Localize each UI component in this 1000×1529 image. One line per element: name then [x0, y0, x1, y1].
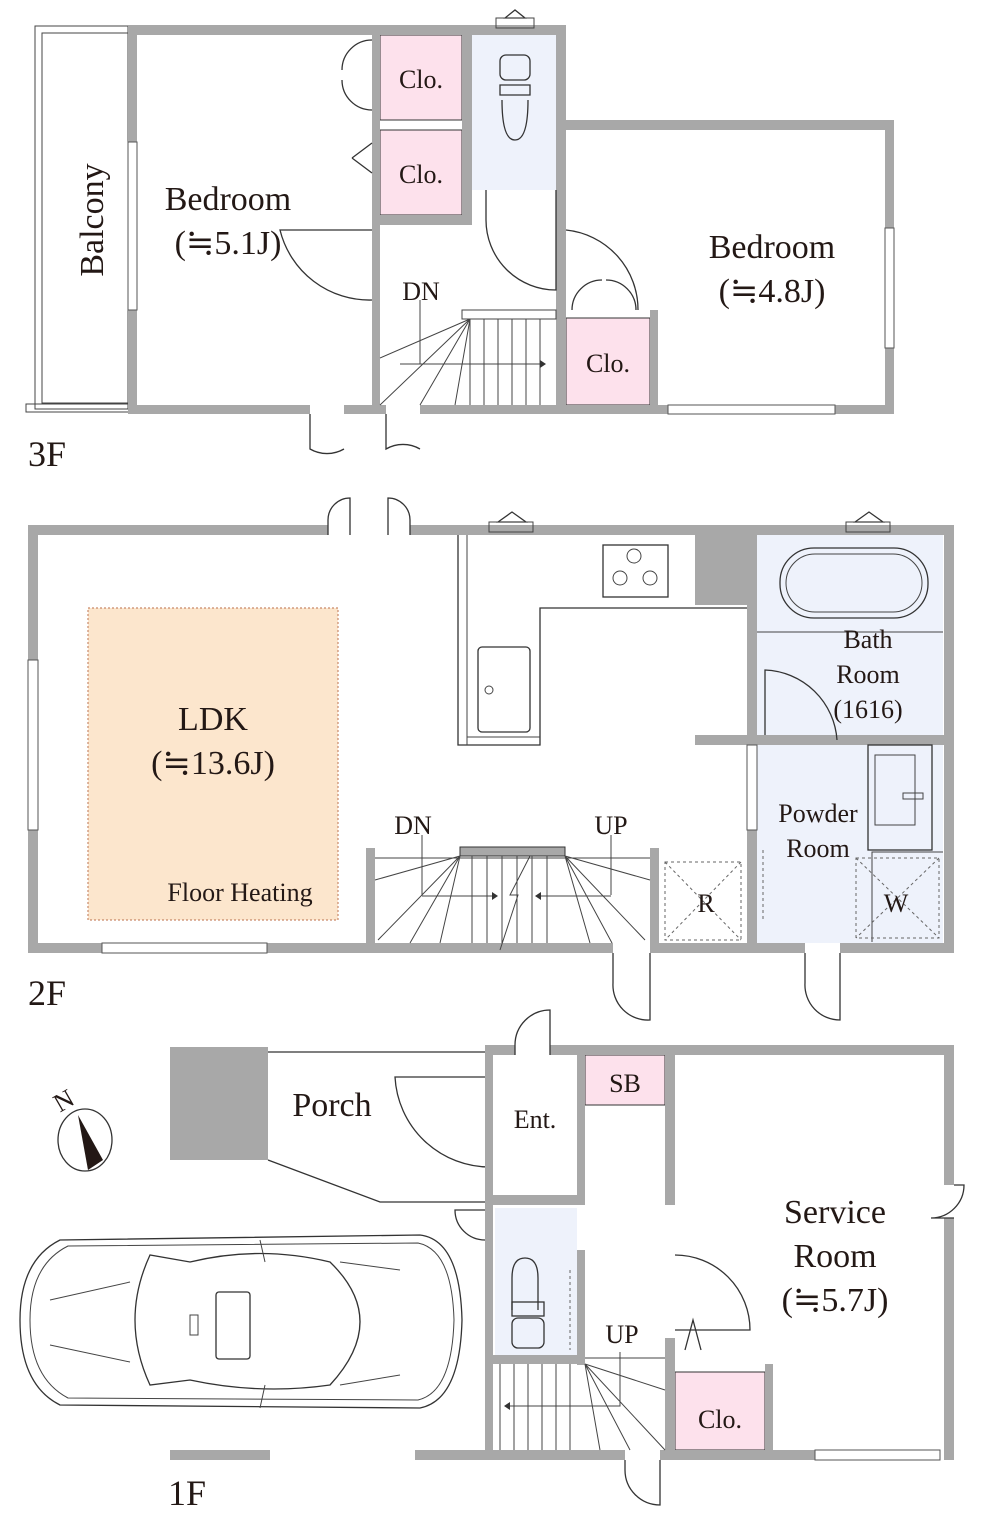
stairs-dn-label-2f: DN	[394, 811, 432, 840]
ldk-size-label: (≒13.6J)	[151, 745, 275, 782]
floor-1f: N Porch Ent. SB Service Room (≒5.7J) Clo…	[19, 1009, 965, 1513]
closet-3f-3-label: Clo.	[586, 349, 630, 378]
stairs-dn-label: DN	[402, 277, 440, 306]
stairs-3f	[379, 300, 557, 406]
north-compass-icon: N	[48, 1083, 113, 1172]
closet-3f-1	[379, 34, 463, 121]
service-room-label-1: Service	[784, 1194, 886, 1231]
stairs-up-label-2f: UP	[594, 811, 627, 840]
porch-label: Porch	[292, 1087, 371, 1124]
car-icon	[19, 1234, 463, 1409]
service-room-size: (≒5.7J)	[782, 1282, 889, 1319]
stairs-2f	[374, 835, 651, 951]
toilet-3f	[472, 35, 556, 190]
fridge-label: R	[697, 889, 715, 918]
closet-1f	[674, 1371, 766, 1451]
powder-label-1: Powder	[778, 799, 858, 828]
closet-3f-2-label: Clo.	[399, 160, 443, 189]
bedroom-a-size: (≒5.1J)	[175, 225, 282, 262]
shoe-box	[584, 1054, 666, 1106]
service-room-label-2: Room	[793, 1238, 876, 1275]
washer-label: W	[884, 889, 909, 918]
bath-label-3: (1616)	[833, 695, 902, 724]
bathtub-icon	[779, 547, 929, 619]
floor-3f: Balcony Bedroom (≒5.1J) Bedroom (≒4.8J) …	[25, 9, 895, 474]
closet-1f-label: Clo.	[698, 1405, 742, 1434]
powder-room	[757, 745, 943, 943]
stairs-up-label-1f: UP	[605, 1320, 638, 1349]
toilet-1f	[495, 1208, 577, 1355]
balcony-label: Balcony	[74, 163, 111, 276]
bedroom-b-size: (≒4.8J)	[719, 273, 826, 310]
closet-3f-1-label: Clo.	[399, 65, 443, 94]
stairs-1f	[499, 1352, 666, 1451]
closet-3f-3	[565, 317, 651, 406]
bath-label-1: Bath	[843, 625, 892, 654]
kitchen-counter	[457, 535, 747, 746]
floor-label-1f: 1F	[168, 1473, 206, 1513]
porch-pillar	[170, 1047, 268, 1160]
entrance-label: Ent.	[514, 1105, 557, 1134]
bedroom-a-label: Bedroom	[165, 181, 292, 218]
sink-icon	[477, 646, 531, 733]
compass-north-label: N	[48, 1083, 79, 1118]
bedroom-b-label: Bedroom	[709, 229, 836, 266]
floor-heating-label: Floor Heating	[167, 878, 312, 907]
floor-heating-area	[87, 607, 339, 921]
stove-icon	[602, 544, 669, 598]
floor-2f: LDK Floor Heating (≒13.6J) Floor Heating…	[27, 497, 954, 1021]
ldk-label: LDK	[178, 701, 248, 738]
bathroom	[757, 535, 943, 735]
floor-label-3f: 3F	[28, 434, 66, 474]
powder-label-2: Room	[786, 834, 850, 863]
floor-label-2f: 2F	[28, 973, 66, 1013]
bath-label-2: Room	[836, 660, 900, 689]
shoe-box-label: SB	[609, 1069, 641, 1098]
